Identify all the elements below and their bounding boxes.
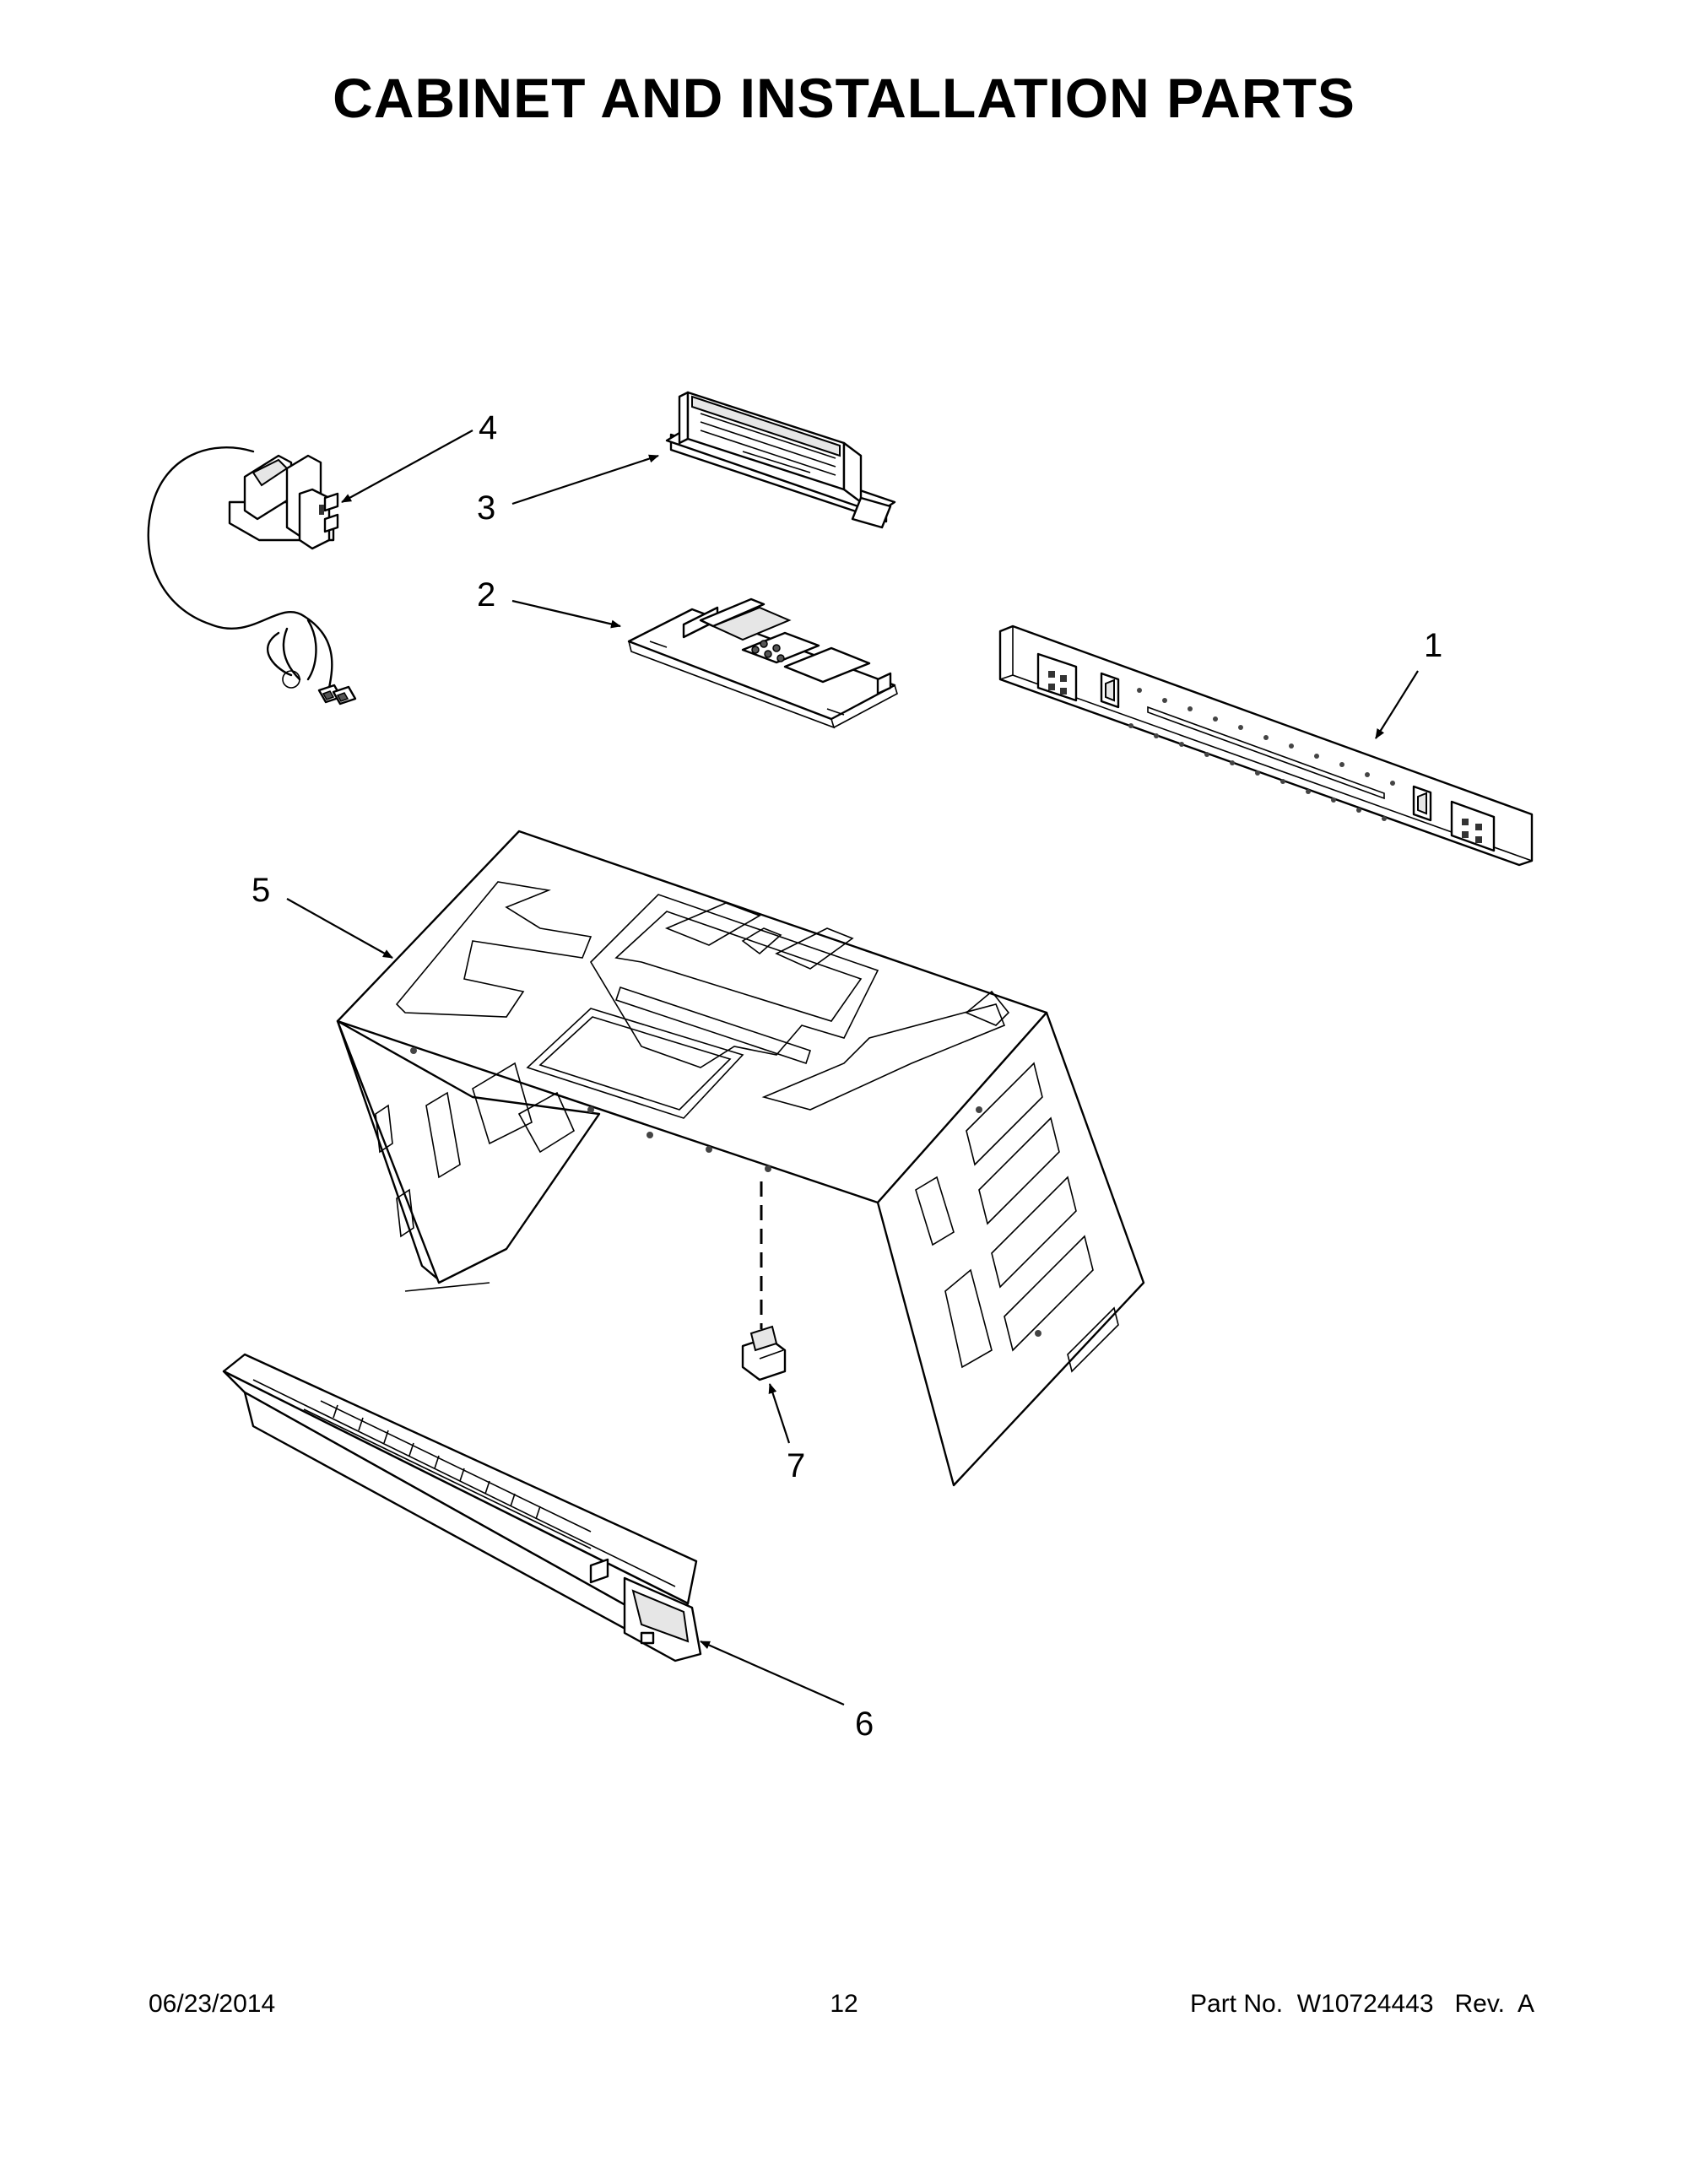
callout-3: 3 — [477, 489, 495, 527]
callout-2: 2 — [477, 576, 495, 614]
part-6-front-grille — [222, 1353, 702, 1662]
footer-date: 06/23/2014 — [149, 1990, 276, 2018]
footer-page-number: 12 — [830, 1990, 858, 2018]
callout-4: 4 — [479, 409, 497, 446]
part-4-power-cord — [147, 446, 357, 705]
callout-5: 5 — [252, 872, 270, 909]
footer-part-number: Part No. W10724443 Rev. A — [1190, 1990, 1534, 2018]
part-3-top-vent — [665, 391, 896, 529]
page-title: CABINET AND INSTALLATION PARTS — [333, 67, 1355, 129]
callout-7: 7 — [787, 1447, 805, 1484]
callout-6: 6 — [855, 1706, 874, 1743]
part-7-clip — [741, 1181, 787, 1381]
callout-1: 1 — [1424, 627, 1442, 664]
part-2-mounting-plate — [627, 597, 898, 729]
leader-arrows — [286, 430, 1419, 1706]
part-5-cabinet — [336, 830, 1145, 1487]
part-1-mounting-rail — [998, 624, 1534, 867]
